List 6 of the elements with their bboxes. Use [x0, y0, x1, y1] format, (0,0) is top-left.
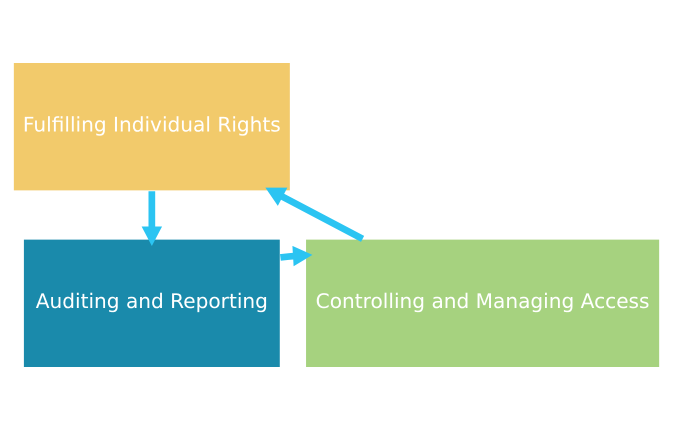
- arrow: [265, 188, 364, 242]
- node-box: Fulfilling Individual Rights: [12, 62, 291, 192]
- node-box: Auditing and Reporting: [22, 238, 281, 368]
- node-box: Controlling and Managing Access: [304, 238, 660, 368]
- arrow: [280, 246, 312, 266]
- arrow: [142, 191, 162, 246]
